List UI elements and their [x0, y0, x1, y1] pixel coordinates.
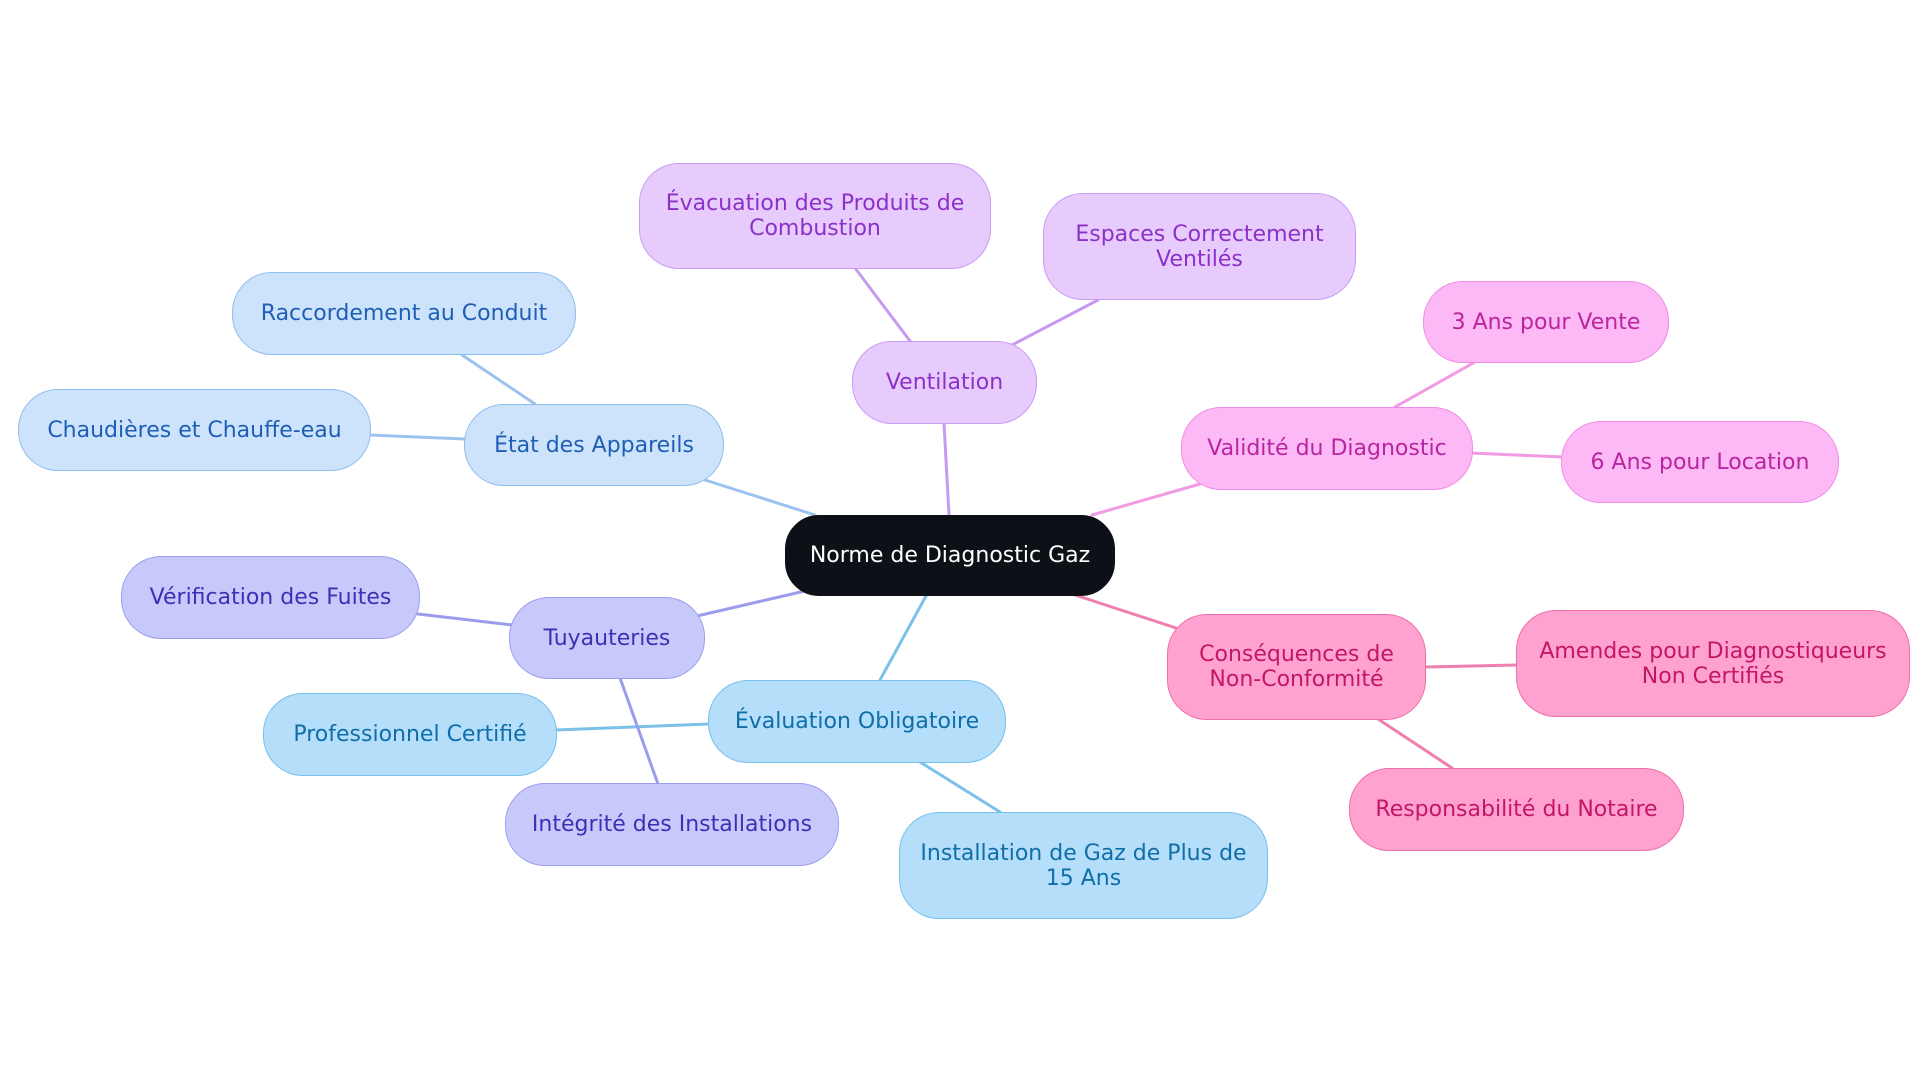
- edge-root-tuyauteries: [695, 589, 807, 618]
- branch-etat-des-appareils-label: État des Appareils: [494, 432, 694, 458]
- leaf-evacuation-des-produits-de-combustion[interactable]: Évacuation des Produits de Combustion: [639, 163, 991, 269]
- branch-evaluation-obligatoire[interactable]: Évaluation Obligatoire: [708, 680, 1006, 763]
- root-node[interactable]: Norme de Diagnostic Gaz: [785, 515, 1115, 596]
- edge-root-evaluation: [878, 594, 928, 682]
- leaf-6-ans-pour-location[interactable]: 6 Ans pour Location: [1561, 421, 1839, 503]
- edge-evaluation-installation: [918, 760, 1002, 814]
- edge-validite-3ans: [1393, 360, 1477, 409]
- root-node-label: Norme de Diagnostic Gaz: [809, 543, 1091, 568]
- edge-validite-6ans: [1468, 451, 1565, 459]
- edge-root-validite: [1090, 482, 1202, 517]
- leaf-integrite-des-installations[interactable]: Intégrité des Installations: [505, 783, 839, 866]
- leaf-responsabilite-du-notaire[interactable]: Responsabilité du Notaire: [1349, 768, 1684, 851]
- leaf-verification-des-fuites[interactable]: Vérification des Fuites: [121, 556, 420, 639]
- edge-evaluation-professionnel: [554, 722, 711, 732]
- branch-etat-des-appareils[interactable]: État des Appareils: [464, 404, 724, 486]
- branch-validite-du-diagnostic-label: Validité du Diagnostic: [1207, 436, 1447, 461]
- leaf-espaces-correctement-ventiles[interactable]: Espaces Correctement Ventilés: [1043, 193, 1356, 300]
- edge-consequences-notaire: [1376, 717, 1454, 770]
- edge-ventilation-espaces: [1010, 298, 1100, 347]
- leaf-professionnel-certifie[interactable]: Professionnel Certifié: [263, 693, 557, 776]
- leaf-espaces-correctement-ventiles-label: Espaces Correctement Ventilés: [1075, 221, 1324, 272]
- branch-tuyauteries-label: Tuyauteries: [543, 625, 671, 651]
- leaf-installation-de-gaz-de-plus-de-15-ans-label: Installation de Gaz de Plus de 15 Ans: [920, 840, 1247, 891]
- edge-tuyauteries-verification: [416, 612, 514, 627]
- leaf-amendes-pour-diagnostiqueurs-non-certifies-label: Amendes pour Diagnostiqueurs Non Certifi…: [1539, 638, 1887, 689]
- edge-tuyauteries-integrite: [618, 676, 660, 786]
- leaf-verification-des-fuites-label: Vérification des Fuites: [149, 585, 392, 610]
- branch-validite-du-diagnostic[interactable]: Validité du Diagnostic: [1181, 407, 1473, 490]
- edge-ventilation-evacuation: [853, 266, 912, 343]
- leaf-3-ans-pour-vente[interactable]: 3 Ans pour Vente: [1423, 281, 1669, 363]
- leaf-integrite-des-installations-label: Intégrité des Installations: [531, 812, 813, 837]
- edge-root-consequences: [1073, 593, 1178, 630]
- branch-ventilation-label: Ventilation: [885, 370, 1004, 395]
- leaf-6-ans-pour-location-label: 6 Ans pour Location: [1590, 449, 1810, 475]
- leaf-3-ans-pour-vente-label: 3 Ans pour Vente: [1451, 309, 1641, 335]
- edge-root-ventilation: [942, 421, 951, 517]
- branch-consequences-de-non-conformite-label: Conséquences de Non-Conformité: [1199, 642, 1394, 692]
- leaf-raccordement-au-conduit-label: Raccordement au Conduit: [260, 301, 548, 326]
- branch-evaluation-obligatoire-label: Évaluation Obligatoire: [734, 709, 980, 734]
- leaf-responsabilite-du-notaire-label: Responsabilité du Notaire: [1375, 797, 1658, 822]
- edge-root-appareils: [703, 478, 817, 517]
- leaf-chaudieres-et-chauffe-eau-label: Chaudières et Chauffe-eau: [47, 417, 342, 443]
- leaf-raccordement-au-conduit[interactable]: Raccordement au Conduit: [232, 272, 576, 355]
- edge-consequences-amendes: [1423, 663, 1520, 669]
- leaf-amendes-pour-diagnostiqueurs-non-certifies[interactable]: Amendes pour Diagnostiqueurs Non Certifi…: [1516, 610, 1910, 717]
- leaf-chaudieres-et-chauffe-eau[interactable]: Chaudières et Chauffe-eau: [18, 389, 371, 471]
- leaf-evacuation-des-produits-de-combustion-label: Évacuation des Produits de Combustion: [665, 191, 965, 241]
- leaf-professionnel-certifie-label: Professionnel Certifié: [293, 722, 527, 747]
- edge-appareils-chaudieres: [368, 433, 467, 441]
- edge-appareils-raccordement: [460, 353, 537, 406]
- branch-tuyauteries[interactable]: Tuyauteries: [509, 597, 705, 679]
- branch-ventilation[interactable]: Ventilation: [852, 341, 1037, 424]
- branch-consequences-de-non-conformite[interactable]: Conséquences de Non-Conformité: [1167, 614, 1426, 720]
- leaf-installation-de-gaz-de-plus-de-15-ans[interactable]: Installation de Gaz de Plus de 15 Ans: [899, 812, 1268, 919]
